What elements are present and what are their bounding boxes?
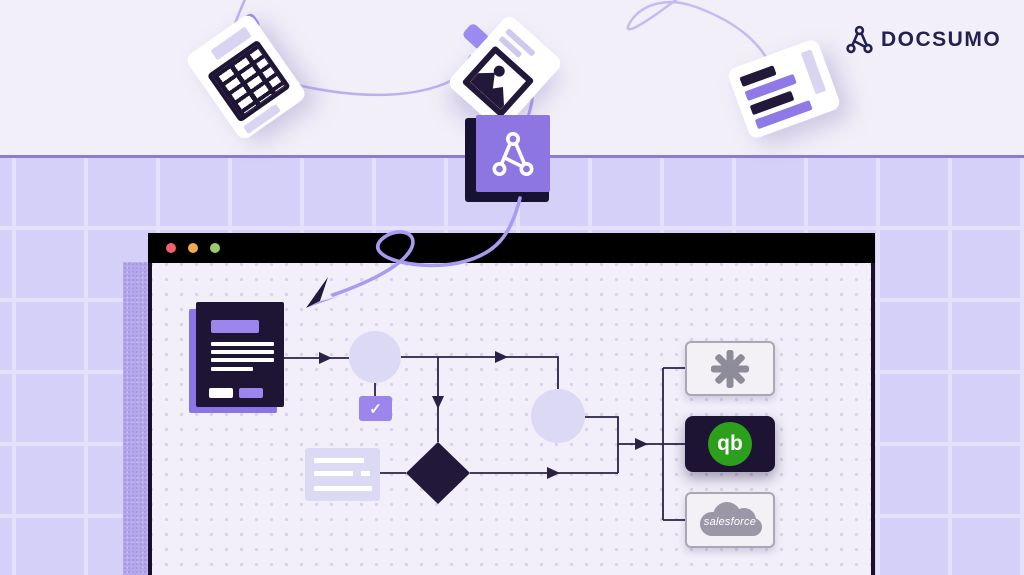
- minimize-button[interactable]: [188, 243, 198, 253]
- button-chip: [239, 388, 263, 398]
- title-bar: [211, 320, 259, 333]
- image-placeholder-icon: [461, 45, 535, 118]
- button-chip: [209, 388, 233, 398]
- brand-name: DOCSUMO: [881, 27, 1002, 51]
- check-icon: ✓: [369, 400, 382, 418]
- close-button[interactable]: [166, 243, 176, 253]
- integration-card-salesforce[interactable]: salesforce: [685, 492, 775, 548]
- salesforce-label: salesforce: [703, 516, 757, 528]
- note-node: [305, 448, 380, 501]
- docsumo-logo: DOCSUMO: [846, 24, 1001, 55]
- docsumo-node-glyph: [492, 131, 534, 176]
- approved-check-badge: ✓: [359, 396, 392, 421]
- integration-card-quickbooks[interactable]: qb: [685, 416, 775, 472]
- zoom-button[interactable]: [210, 243, 220, 253]
- quickbooks-logo: qb: [708, 422, 752, 466]
- zapier-asterisk-icon: [711, 349, 749, 388]
- docsumo-app-icon: [476, 115, 550, 192]
- texture-strip: [123, 262, 148, 575]
- integration-card-zapier[interactable]: [685, 341, 775, 396]
- document-node: [196, 302, 284, 407]
- docsumo-logo-icon: [846, 25, 873, 54]
- text-bar: [800, 49, 827, 95]
- window-titlebar: [148, 233, 875, 263]
- salesforce-cloud-logo: [700, 502, 762, 536]
